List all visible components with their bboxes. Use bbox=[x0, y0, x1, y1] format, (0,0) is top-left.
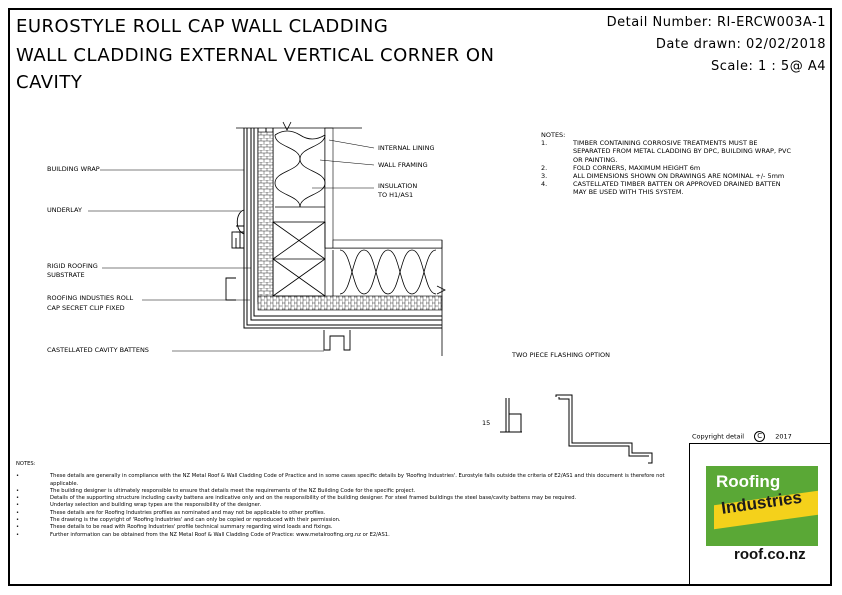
logo-panel bbox=[689, 443, 832, 586]
break-lines bbox=[236, 121, 446, 356]
label-underlay: UNDERLAY bbox=[47, 206, 82, 214]
label-rigid-roofing-2: SUBSTRATE bbox=[47, 271, 85, 279]
notes-bottom-item: •Details of the supporting structure inc… bbox=[16, 495, 577, 502]
notes-right: NOTES: 1. TIMBER CONTAINING CORROSIVE TR… bbox=[541, 131, 791, 197]
roofing-industries-logo: Roofing Industries roof.co.nz bbox=[706, 466, 818, 570]
roll-cap-cladding bbox=[243, 128, 442, 329]
title-line-3: CAVITY bbox=[16, 72, 83, 93]
two-piece-flashing bbox=[500, 394, 653, 464]
castellated-batten-1 bbox=[323, 330, 351, 351]
drawing-border bbox=[8, 8, 832, 586]
rigid-substrate-vertical bbox=[257, 131, 274, 305]
internal-lining-return bbox=[332, 239, 443, 249]
logo-word-roofing: Roofing bbox=[716, 472, 781, 491]
label-insulation-2: TO H1/AS1 bbox=[377, 191, 413, 199]
label-internal-lining: INTERNAL LINING bbox=[378, 144, 435, 152]
notes-right-heading: NOTES: bbox=[541, 131, 566, 139]
title-line-1: EUROSTYLE ROLL CAP WALL CLADDING bbox=[16, 16, 389, 37]
framing-stud bbox=[272, 221, 326, 297]
notes-bottom-item: •These details are generally in complian… bbox=[16, 473, 665, 487]
notes-right-item: 1. TIMBER CONTAINING CORROSIVE TREATMENT… bbox=[541, 139, 791, 164]
label-rigid-roofing-1: RIGID ROOFING bbox=[47, 262, 98, 270]
date-drawn: Date drawn: 02/02/2018 bbox=[655, 37, 826, 52]
wall-framing bbox=[257, 128, 442, 302]
notes-right-item: 2. FOLD CORNERS, MAXIMUM HEIGHT 6m bbox=[541, 163, 701, 172]
notes-right-item: 3. ALL DIMENSIONS SHOWN ON DRAWINGS ARE … bbox=[541, 172, 785, 181]
logo-url: roof.co.nz bbox=[734, 546, 806, 563]
label-insulation-1: INSULATION bbox=[378, 182, 417, 190]
notes-bottom-heading: NOTES: bbox=[16, 461, 36, 467]
copyright-year: 2017 bbox=[775, 432, 792, 441]
label-building-wrap: BUILDING WRAP bbox=[47, 165, 100, 173]
insulation-vertical bbox=[274, 130, 326, 208]
insulation-horizontal bbox=[332, 249, 437, 296]
detail-number: Detail Number: RI-ERCW003A-1 bbox=[606, 15, 826, 30]
label-wall-framing: WALL FRAMING bbox=[378, 161, 428, 169]
roll-cap-seam bbox=[231, 209, 245, 249]
label-roll-cap-2: CAP SECRET CLIP FIXED bbox=[47, 304, 125, 312]
notes-bottom-item: •The building designer is ultimately res… bbox=[16, 487, 416, 494]
title-line-2: WALL CLADDING EXTERNAL VERTICAL CORNER O… bbox=[16, 45, 495, 66]
leader-lines bbox=[88, 139, 375, 352]
notes-bottom-item: •Further information can be obtained fro… bbox=[16, 531, 390, 538]
copyright-symbol: C bbox=[754, 431, 766, 442]
label-dim-15: 15 bbox=[482, 419, 490, 427]
copyright: Copyright detail C 2017 bbox=[692, 431, 792, 442]
label-two-piece: TWO PIECE FLASHING OPTION bbox=[511, 351, 610, 359]
notes-bottom-item: •These details are for Roofing Industrie… bbox=[16, 509, 326, 516]
castellated-batten-2 bbox=[225, 277, 236, 301]
notes-bottom-item: •These details to be read with Roofing I… bbox=[16, 524, 333, 531]
notes-right-item: 4. CASTELLATED TIMBER BATTEN OR APPROVED… bbox=[541, 180, 781, 197]
label-castellated: CASTELLATED CAVITY BATTENS bbox=[47, 346, 149, 354]
notes-bottom-item: •Underlay selection and building wrap ty… bbox=[16, 502, 262, 509]
rigid-substrate-horizontal bbox=[257, 295, 443, 311]
notes-bottom: NOTES: •These details are generally in c… bbox=[16, 461, 680, 539]
copyright-label: Copyright detail bbox=[692, 432, 745, 441]
scale: Scale: 1 : 5@ A4 bbox=[711, 59, 826, 74]
label-roll-cap-1: ROOFING INDUSTIES ROLL bbox=[47, 294, 133, 302]
notes-bottom-item: •The drawing is the copyright of 'Roofin… bbox=[16, 517, 341, 524]
